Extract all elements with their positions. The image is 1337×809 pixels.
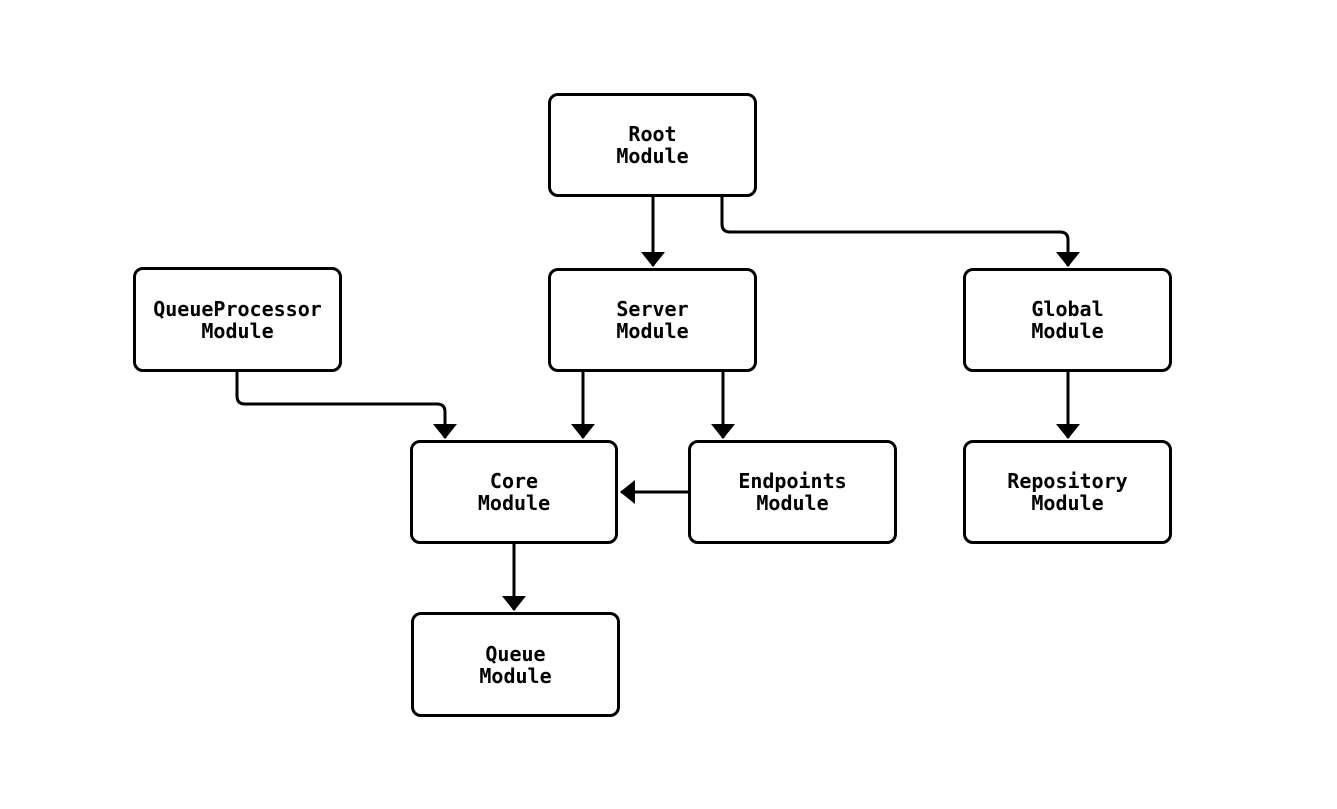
- node-queueprocessor-label-line: Module: [201, 318, 274, 343]
- node-server-label-line: Module: [616, 319, 689, 343]
- node-queue-label-line: Queue: [485, 641, 546, 666]
- node-endpoints-label-line: Module: [756, 491, 829, 515]
- edge-queueprocessor-to-core: [235, 372, 457, 439]
- node-endpoints-label-line: Endpoints: [738, 469, 847, 493]
- edge-root-to-global: [720, 197, 1080, 267]
- node-core-label-line: Core: [489, 469, 539, 493]
- node-repository-label-line: Module: [1031, 491, 1104, 515]
- node-queue-label-line: Module: [479, 663, 552, 688]
- node-queueprocessor-label-line: QueueProcessor: [153, 296, 322, 321]
- node-repository-label-line: Repository: [1007, 469, 1128, 493]
- node-global-label-line: Module: [1031, 319, 1104, 343]
- node-server-label-line: Server: [616, 297, 689, 321]
- node-root-label-line: Root: [628, 122, 677, 146]
- node-root-label-line: Module: [616, 144, 689, 168]
- node-core-label-line: Module: [477, 491, 551, 515]
- node-global-label-line: Global: [1031, 297, 1104, 321]
